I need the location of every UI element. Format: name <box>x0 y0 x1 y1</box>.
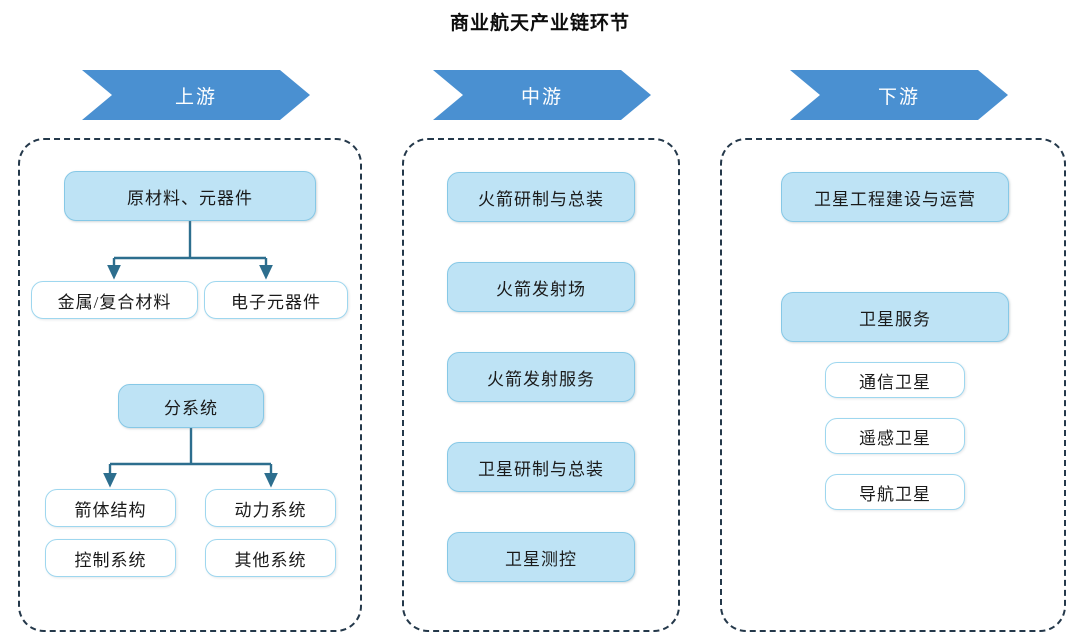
stage-container-midstream <box>402 138 680 632</box>
node-launch-service[interactable]: 火箭发射服务 <box>447 352 635 402</box>
stage-banner-upstream: 上游 <box>82 70 310 120</box>
stage-banner-label: 下游 <box>877 86 920 108</box>
node-other-system[interactable]: 其他系统 <box>205 539 336 577</box>
node-rocket-development[interactable]: 火箭研制与总装 <box>447 172 635 222</box>
node-navigation-satellite[interactable]: 导航卫星 <box>825 474 965 510</box>
stage-banner-midstream: 中游 <box>433 70 651 120</box>
node-satellite-engineering[interactable]: 卫星工程建设与运营 <box>781 172 1009 222</box>
node-communication-satellite[interactable]: 通信卫星 <box>825 362 965 398</box>
node-subsystem[interactable]: 分系统 <box>118 384 264 428</box>
stage-container-upstream <box>18 138 362 632</box>
node-propulsion-system[interactable]: 动力系统 <box>205 489 336 527</box>
node-electronic-parts[interactable]: 电子元器件 <box>204 281 348 319</box>
stage-container-downstream <box>720 138 1066 632</box>
node-satellite-services[interactable]: 卫星服务 <box>781 292 1009 342</box>
stage-banner-downstream: 下游 <box>790 70 1008 120</box>
node-raw-materials[interactable]: 原材料、元器件 <box>64 171 316 221</box>
node-rocket-structure[interactable]: 箭体结构 <box>45 489 176 527</box>
node-satellite-development[interactable]: 卫星研制与总装 <box>447 442 635 492</box>
node-metal-composite[interactable]: 金属/复合材料 <box>31 281 198 319</box>
page-title: 商业航天产业链环节 <box>449 13 630 34</box>
node-launch-site[interactable]: 火箭发射场 <box>447 262 635 312</box>
node-satellite-tracking[interactable]: 卫星测控 <box>447 532 635 582</box>
stage-banner-label: 中游 <box>520 86 563 108</box>
node-remote-sensing-satellite[interactable]: 遥感卫星 <box>825 418 965 454</box>
stage-banner-label: 上游 <box>174 86 217 108</box>
node-control-system[interactable]: 控制系统 <box>45 539 176 577</box>
